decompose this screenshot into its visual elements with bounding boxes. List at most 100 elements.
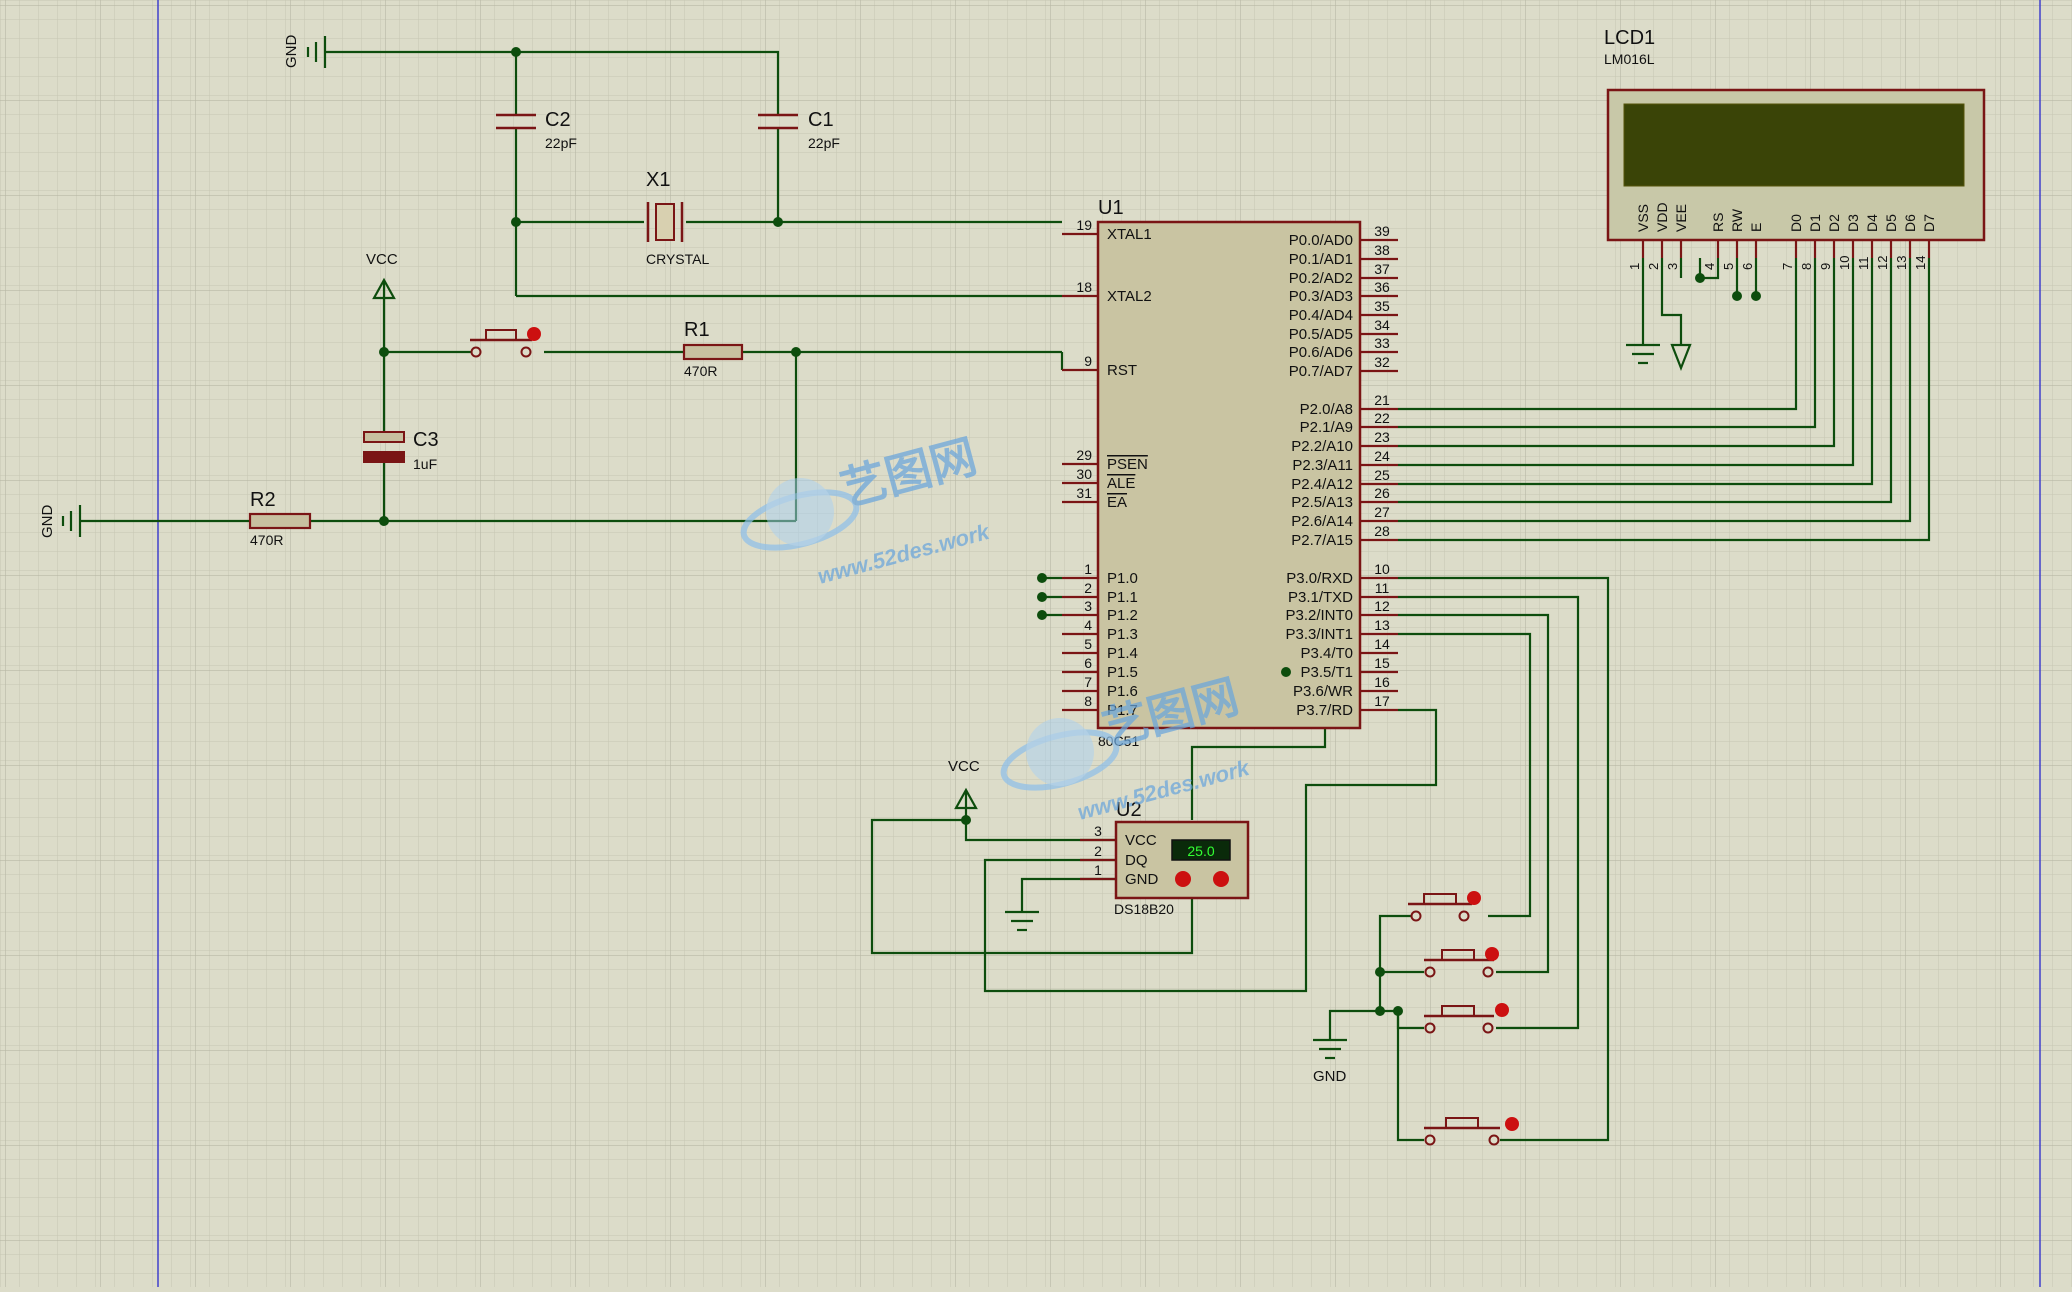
temperature-readout-panel [1171, 839, 1231, 861]
lcd-pin-number: 12 [1875, 256, 1890, 270]
u1-pin-number: 18 [1076, 279, 1092, 295]
resistor-r2[interactable]: R2 470R [248, 489, 312, 548]
u1-pin-number: 13 [1374, 617, 1390, 633]
lcd-pin-name: D3 [1845, 214, 1861, 232]
r1-value: 470R [684, 363, 717, 379]
u1-pin-name: P2.1/A9 [1300, 419, 1353, 436]
microcontroller-u1[interactable]: U1 80C51 19XTAL118XTAL29RST29PSEN30ALE31… [1062, 197, 1398, 749]
u1-pin-number: 31 [1076, 485, 1092, 501]
u1-pin-number: 7 [1084, 674, 1092, 690]
lcd-pin-number: 11 [1856, 257, 1871, 271]
sensor-increase-button[interactable] [1213, 871, 1229, 887]
lcd-part: LM016L [1604, 51, 1655, 67]
lcd-pin-name: VDD [1654, 202, 1670, 232]
u1-pin-name: PSEN [1107, 456, 1148, 473]
c2-ref: C2 [545, 109, 571, 131]
u1-pin-name: P3.0/RXD [1286, 570, 1353, 587]
lcd-pin-name: VSS [1635, 204, 1651, 232]
u1-pin-number: 32 [1374, 354, 1390, 370]
u2-part: DS18B20 [1114, 901, 1174, 917]
u1-pin-name: P1.1 [1107, 589, 1138, 606]
gnd-sensor [1005, 910, 1039, 932]
u1-pin-number: 37 [1374, 261, 1390, 277]
u1-pin-number: 38 [1374, 242, 1390, 258]
capacitor-c1[interactable]: C1 22pF [758, 109, 840, 151]
u1-pin-number: 39 [1374, 223, 1390, 239]
lcd-pin-number: 8 [1799, 263, 1814, 270]
lcd-pin-number: 9 [1818, 263, 1833, 270]
u1-ref: U1 [1098, 197, 1124, 219]
push-button-1[interactable] [1408, 891, 1481, 922]
r1-ref: R1 [684, 319, 710, 341]
u1-pin-number: 17 [1374, 693, 1390, 709]
lcd-display[interactable]: LCD1 LM016L VSS1VDD2VEE3RS4RW5E6D07D18D2… [1604, 27, 1986, 271]
vcc-reset: VCC [366, 251, 398, 300]
u1-pin-name: P3.3/INT1 [1285, 626, 1353, 643]
u1-pin-name: P2.2/A10 [1291, 438, 1353, 455]
u1-pin-name: P1.0 [1107, 570, 1138, 587]
r2-value: 470R [250, 532, 283, 548]
x1-value: CRYSTAL [646, 251, 709, 267]
u1-pin-name: P1.7 [1107, 702, 1138, 719]
lcd-pin-name: D4 [1864, 214, 1880, 232]
lcd-pin-number: 4 [1702, 263, 1717, 270]
lcd-pin-name: D0 [1788, 214, 1804, 232]
u1-pin-number: 4 [1084, 617, 1092, 633]
lcd-pin-number: 10 [1837, 256, 1852, 270]
push-button-3[interactable] [1424, 1003, 1509, 1034]
u1-pin-number: 11 [1375, 580, 1390, 596]
sensor-decrease-button[interactable] [1175, 871, 1191, 887]
u1-pin-name: EA [1107, 494, 1127, 511]
crystal-x1[interactable]: X1 CRYSTAL [646, 169, 709, 267]
lcd-pin-name: E [1748, 223, 1764, 232]
lcd-pin-name: RS [1710, 213, 1726, 232]
gnd-label-left: GND [39, 505, 56, 539]
capacitor-c3[interactable]: C3 1uF [363, 429, 439, 472]
push-button-4[interactable] [1424, 1117, 1519, 1146]
u1-pin-number: 24 [1374, 448, 1390, 464]
junction [1281, 667, 1291, 677]
u1-pin-name: P3.7/RD [1296, 702, 1353, 719]
capacitor-c2[interactable]: C2 22pF [496, 109, 577, 151]
u1-pin-number: 12 [1374, 598, 1390, 614]
u1-pin-name: P0.4/AD4 [1289, 307, 1353, 324]
lcd-pin-number: 2 [1646, 263, 1661, 270]
lcd-pin-number: 14 [1913, 256, 1928, 270]
u1-pin-number: 22 [1374, 410, 1390, 426]
r2-ref: R2 [250, 489, 276, 511]
u1-pin-name: P0.6/AD6 [1289, 344, 1353, 361]
u1-pin-number: 30 [1076, 466, 1092, 482]
u1-pin-name: P1.4 [1107, 645, 1138, 662]
resistor-r1[interactable]: R1 470R [682, 319, 744, 379]
vcc-sensor: VCC [948, 758, 980, 810]
u1-pin-name: P1.6 [1107, 683, 1138, 700]
u1-pin-name: P3.2/INT0 [1285, 607, 1353, 624]
push-button-2[interactable] [1424, 947, 1499, 978]
gnd-top-left: GND [283, 35, 327, 69]
u1-left-pins: 19XTAL118XTAL29RST29PSEN30ALE31EA1P1.02P… [1062, 217, 1152, 719]
u1-pin-number: 35 [1374, 298, 1390, 314]
gnd-left: GND [39, 505, 82, 539]
u1-pin-number: 14 [1374, 636, 1390, 652]
u1-pin-number: 9 [1084, 353, 1092, 369]
lcd-pin-number: 6 [1740, 263, 1755, 270]
u1-pin-number: 27 [1374, 504, 1390, 520]
temperature-readout: 25.0 [1187, 843, 1214, 859]
u1-pin-name: P3.4/T0 [1300, 645, 1353, 662]
u2-ref: U2 [1116, 799, 1142, 821]
u1-pin-name: P3.5/T1 [1300, 664, 1353, 681]
c2-value: 22pF [545, 135, 577, 151]
u1-pin-name: P2.4/A12 [1291, 476, 1353, 493]
u1-pin-name: P2.5/A13 [1291, 494, 1353, 511]
gnd-label-top: GND [283, 35, 300, 69]
reset-button[interactable] [470, 327, 541, 358]
u1-pin-number: 15 [1374, 655, 1390, 671]
u1-pin-number: 1 [1084, 561, 1092, 577]
u1-pin-number: 33 [1374, 335, 1390, 351]
lcd-pin-name: D2 [1826, 214, 1842, 232]
gnd-buttons: GND [1313, 1038, 1347, 1085]
u1-pin-name: P3.6/WR [1293, 683, 1353, 700]
